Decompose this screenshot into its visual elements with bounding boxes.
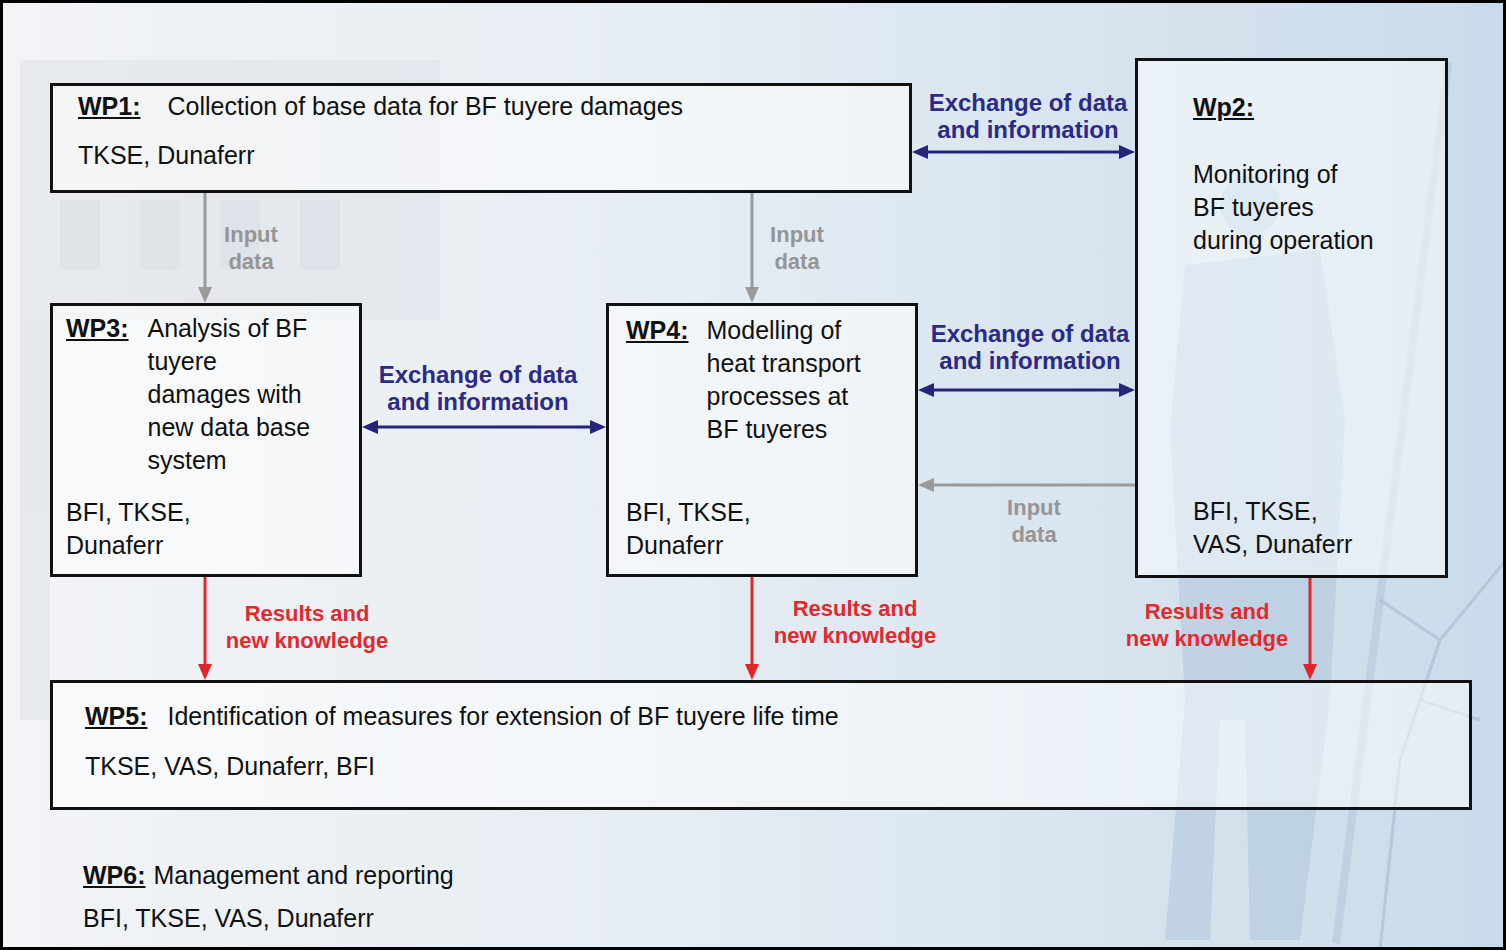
package-title: Collection of base data for BF tuyere da… bbox=[168, 90, 684, 123]
flow-arrow bbox=[204, 577, 207, 664]
package-number: WP1: bbox=[78, 90, 141, 123]
package-title: Modelling of heat transport processes at… bbox=[707, 314, 887, 446]
package-number: WP4: bbox=[626, 314, 689, 347]
connector-label: Results and new knowledge bbox=[223, 600, 391, 654]
flow-arrow bbox=[378, 426, 590, 429]
connector-label: Results and new knowledge bbox=[1123, 598, 1291, 652]
connector-label: Exchange of data and information bbox=[927, 320, 1133, 374]
package-note: BFI, TKSE, VAS, Dunaferr bbox=[83, 902, 374, 935]
package-number: Wp2: bbox=[1193, 91, 1254, 124]
flow-arrow bbox=[1309, 578, 1312, 664]
package-number: WP3: bbox=[66, 312, 129, 345]
heading-row: WP4: Modelling of heat transport processe… bbox=[626, 314, 907, 446]
partner-list: BFI, TKSE, Dunaferr bbox=[66, 484, 241, 562]
partner-list: TKSE, Dunaferr bbox=[78, 139, 899, 172]
flow-arrow bbox=[934, 389, 1119, 392]
heading-row: WP5: Identification of measures for exten… bbox=[85, 700, 1459, 733]
flow-arrow bbox=[934, 484, 1135, 487]
heading-row: WP1: Collection of base data for BF tuyer… bbox=[78, 90, 899, 123]
package-number: WP6: bbox=[83, 859, 146, 892]
work-package-box: WP3: Analysis of BF tuyere damages with n… bbox=[50, 303, 362, 577]
work-package-box: Wp2: Monitoring of BF tuyeres during oper… bbox=[1135, 58, 1448, 578]
flow-arrow bbox=[751, 577, 754, 664]
building-window bbox=[140, 200, 180, 270]
work-package-box: WP4: Modelling of heat transport processe… bbox=[606, 303, 918, 577]
flow-arrow bbox=[928, 151, 1119, 154]
building-window bbox=[60, 200, 100, 270]
connector-label: Results and new knowledge bbox=[771, 595, 939, 649]
package-title: Monitoring of BF tuyeres during operatio… bbox=[1193, 158, 1375, 257]
partner-list: BFI, TKSE, VAS, Dunaferr bbox=[1193, 483, 1375, 561]
connector-label: Input data bbox=[211, 221, 291, 275]
building-column bbox=[20, 320, 50, 720]
package-title: Analysis of BF tuyere damages with new d… bbox=[148, 312, 323, 477]
package-title: Identification of measures for extension… bbox=[168, 700, 839, 733]
flow-arrow bbox=[751, 193, 754, 287]
building-window bbox=[300, 200, 340, 270]
connector-label: Input data bbox=[994, 494, 1074, 548]
partner-list: BFI, TKSE, Dunaferr bbox=[626, 484, 806, 562]
package-number: WP5: bbox=[85, 700, 148, 733]
tree-branch bbox=[1380, 600, 1440, 640]
flow-arrow bbox=[204, 193, 207, 287]
connector-label: Input data bbox=[757, 221, 837, 275]
partner-list: TKSE, VAS, Dunaferr, BFI bbox=[85, 750, 1459, 783]
connector-label: Exchange of data and information bbox=[375, 361, 581, 415]
heading-row: WP3: Analysis of BF tuyere damages with n… bbox=[66, 312, 351, 477]
work-package-box: WP1: Collection of base data for BF tuyer… bbox=[50, 83, 912, 193]
connector-label: Exchange of data and information bbox=[925, 89, 1131, 143]
package-note: Management and reporting bbox=[154, 859, 454, 892]
work-package-box: WP5: Identification of measures for exten… bbox=[50, 680, 1472, 810]
